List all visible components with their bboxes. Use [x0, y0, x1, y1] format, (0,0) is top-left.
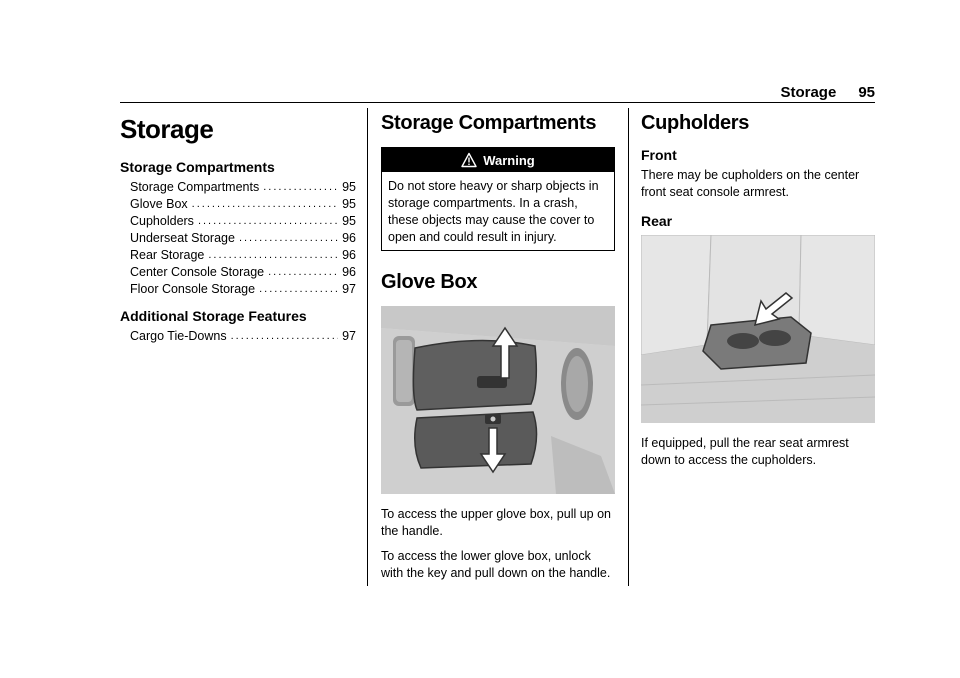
toc-entry-label: Center Console Storage: [130, 265, 265, 279]
toc-entry-label: Cupholders: [130, 214, 194, 228]
section-name: Storage: [780, 84, 837, 101]
column-divider: [367, 108, 368, 586]
toc-entry-page: 96: [342, 265, 356, 279]
toc-entry-page: 95: [342, 180, 356, 194]
warning-label: Warning: [483, 152, 535, 168]
warning-triangle-icon: [461, 152, 477, 168]
chapter-title: Storage: [120, 114, 214, 144]
rear-cupholder-illustration: [641, 235, 875, 423]
warning-header: Warning: [382, 148, 614, 172]
toc-entry-label: Rear Storage: [130, 248, 205, 262]
toc-leader-dots: ........................................…: [197, 215, 338, 227]
cupholders-column: Cupholders Front There may be cupholders…: [641, 108, 875, 477]
toc-entry-label: Floor Console Storage: [130, 282, 256, 296]
toc-entry-page: 95: [342, 214, 356, 228]
toc-entry[interactable]: Storage Compartments....................…: [120, 179, 356, 196]
glove-box-para-1: To access the upper glove box, pull up o…: [381, 507, 612, 538]
toc-entry[interactable]: Cargo Tie-Downs.........................…: [120, 328, 356, 345]
toc-entry-page: 96: [342, 231, 356, 245]
toc-entry[interactable]: Glove Box...............................…: [120, 196, 356, 213]
glove-box-illustration: [381, 306, 615, 494]
toc-entry-page: 97: [342, 282, 356, 296]
rear-heading: Rear: [641, 213, 673, 229]
warning-text: Do not store heavy or sharp objects in s…: [388, 179, 599, 244]
cupholders-title: Cupholders: [641, 112, 750, 134]
toc-entry[interactable]: Center Console Storage..................…: [120, 264, 356, 281]
toc-leader-dots: ........................................…: [208, 249, 338, 261]
warning-body: Do not store heavy or sharp objects in s…: [382, 172, 614, 250]
toc-entry[interactable]: Cupholders..............................…: [120, 213, 356, 230]
rear-text: If equipped, pull the rear seat armrest …: [641, 436, 849, 467]
toc-leader-dots: ........................................…: [263, 181, 339, 193]
glove-box-para-2: To access the lower glove box, unlock wi…: [381, 549, 611, 580]
toc-group-heading: Additional Storage Features: [120, 308, 307, 324]
page-number: 95: [858, 84, 875, 101]
toc-entry-page: 95: [342, 197, 356, 211]
toc-entry-label: Glove Box: [130, 197, 188, 211]
arrow-down-icon: [479, 427, 507, 474]
rear-armrest-drawing: [641, 235, 875, 423]
running-header: Storage 95: [120, 84, 875, 103]
arrow-up-icon: [491, 326, 519, 379]
glove-box-drawing: [381, 306, 615, 494]
glove-box-title: Glove Box: [381, 271, 478, 293]
toc-entry[interactable]: Underseat Storage.......................…: [120, 230, 356, 247]
toc-entry-label: Cargo Tie-Downs: [130, 329, 227, 343]
toc-entry[interactable]: Rear Storage............................…: [120, 247, 356, 264]
running-head: Storage 95: [780, 84, 875, 101]
column-divider: [628, 108, 629, 586]
toc-entry-label: Underseat Storage: [130, 231, 235, 245]
storage-compartments-column: Storage Compartments Warning Do not stor…: [381, 108, 615, 590]
toc-leader-dots: ........................................…: [191, 198, 339, 210]
warning-box: Warning Do not store heavy or sharp obje…: [381, 147, 615, 251]
toc-entry-page: 96: [342, 248, 356, 262]
toc-leader-dots: ........................................…: [230, 330, 339, 342]
toc-entry-page: 97: [342, 329, 356, 343]
front-heading: Front: [641, 147, 677, 163]
toc-leader-dots: ........................................…: [268, 266, 338, 278]
toc-entry[interactable]: Floor Console Storage...................…: [120, 281, 356, 298]
front-text: There may be cupholders on the center fr…: [641, 168, 860, 199]
toc-entry-label: Storage Compartments: [130, 180, 260, 194]
toc-leader-dots: ........................................…: [259, 283, 338, 295]
pointer-arrow-icon: [753, 292, 794, 327]
section-title: Storage Compartments: [381, 112, 597, 134]
toc-leader-dots: ........................................…: [238, 232, 339, 244]
toc-group-heading: Storage Compartments: [120, 159, 275, 175]
